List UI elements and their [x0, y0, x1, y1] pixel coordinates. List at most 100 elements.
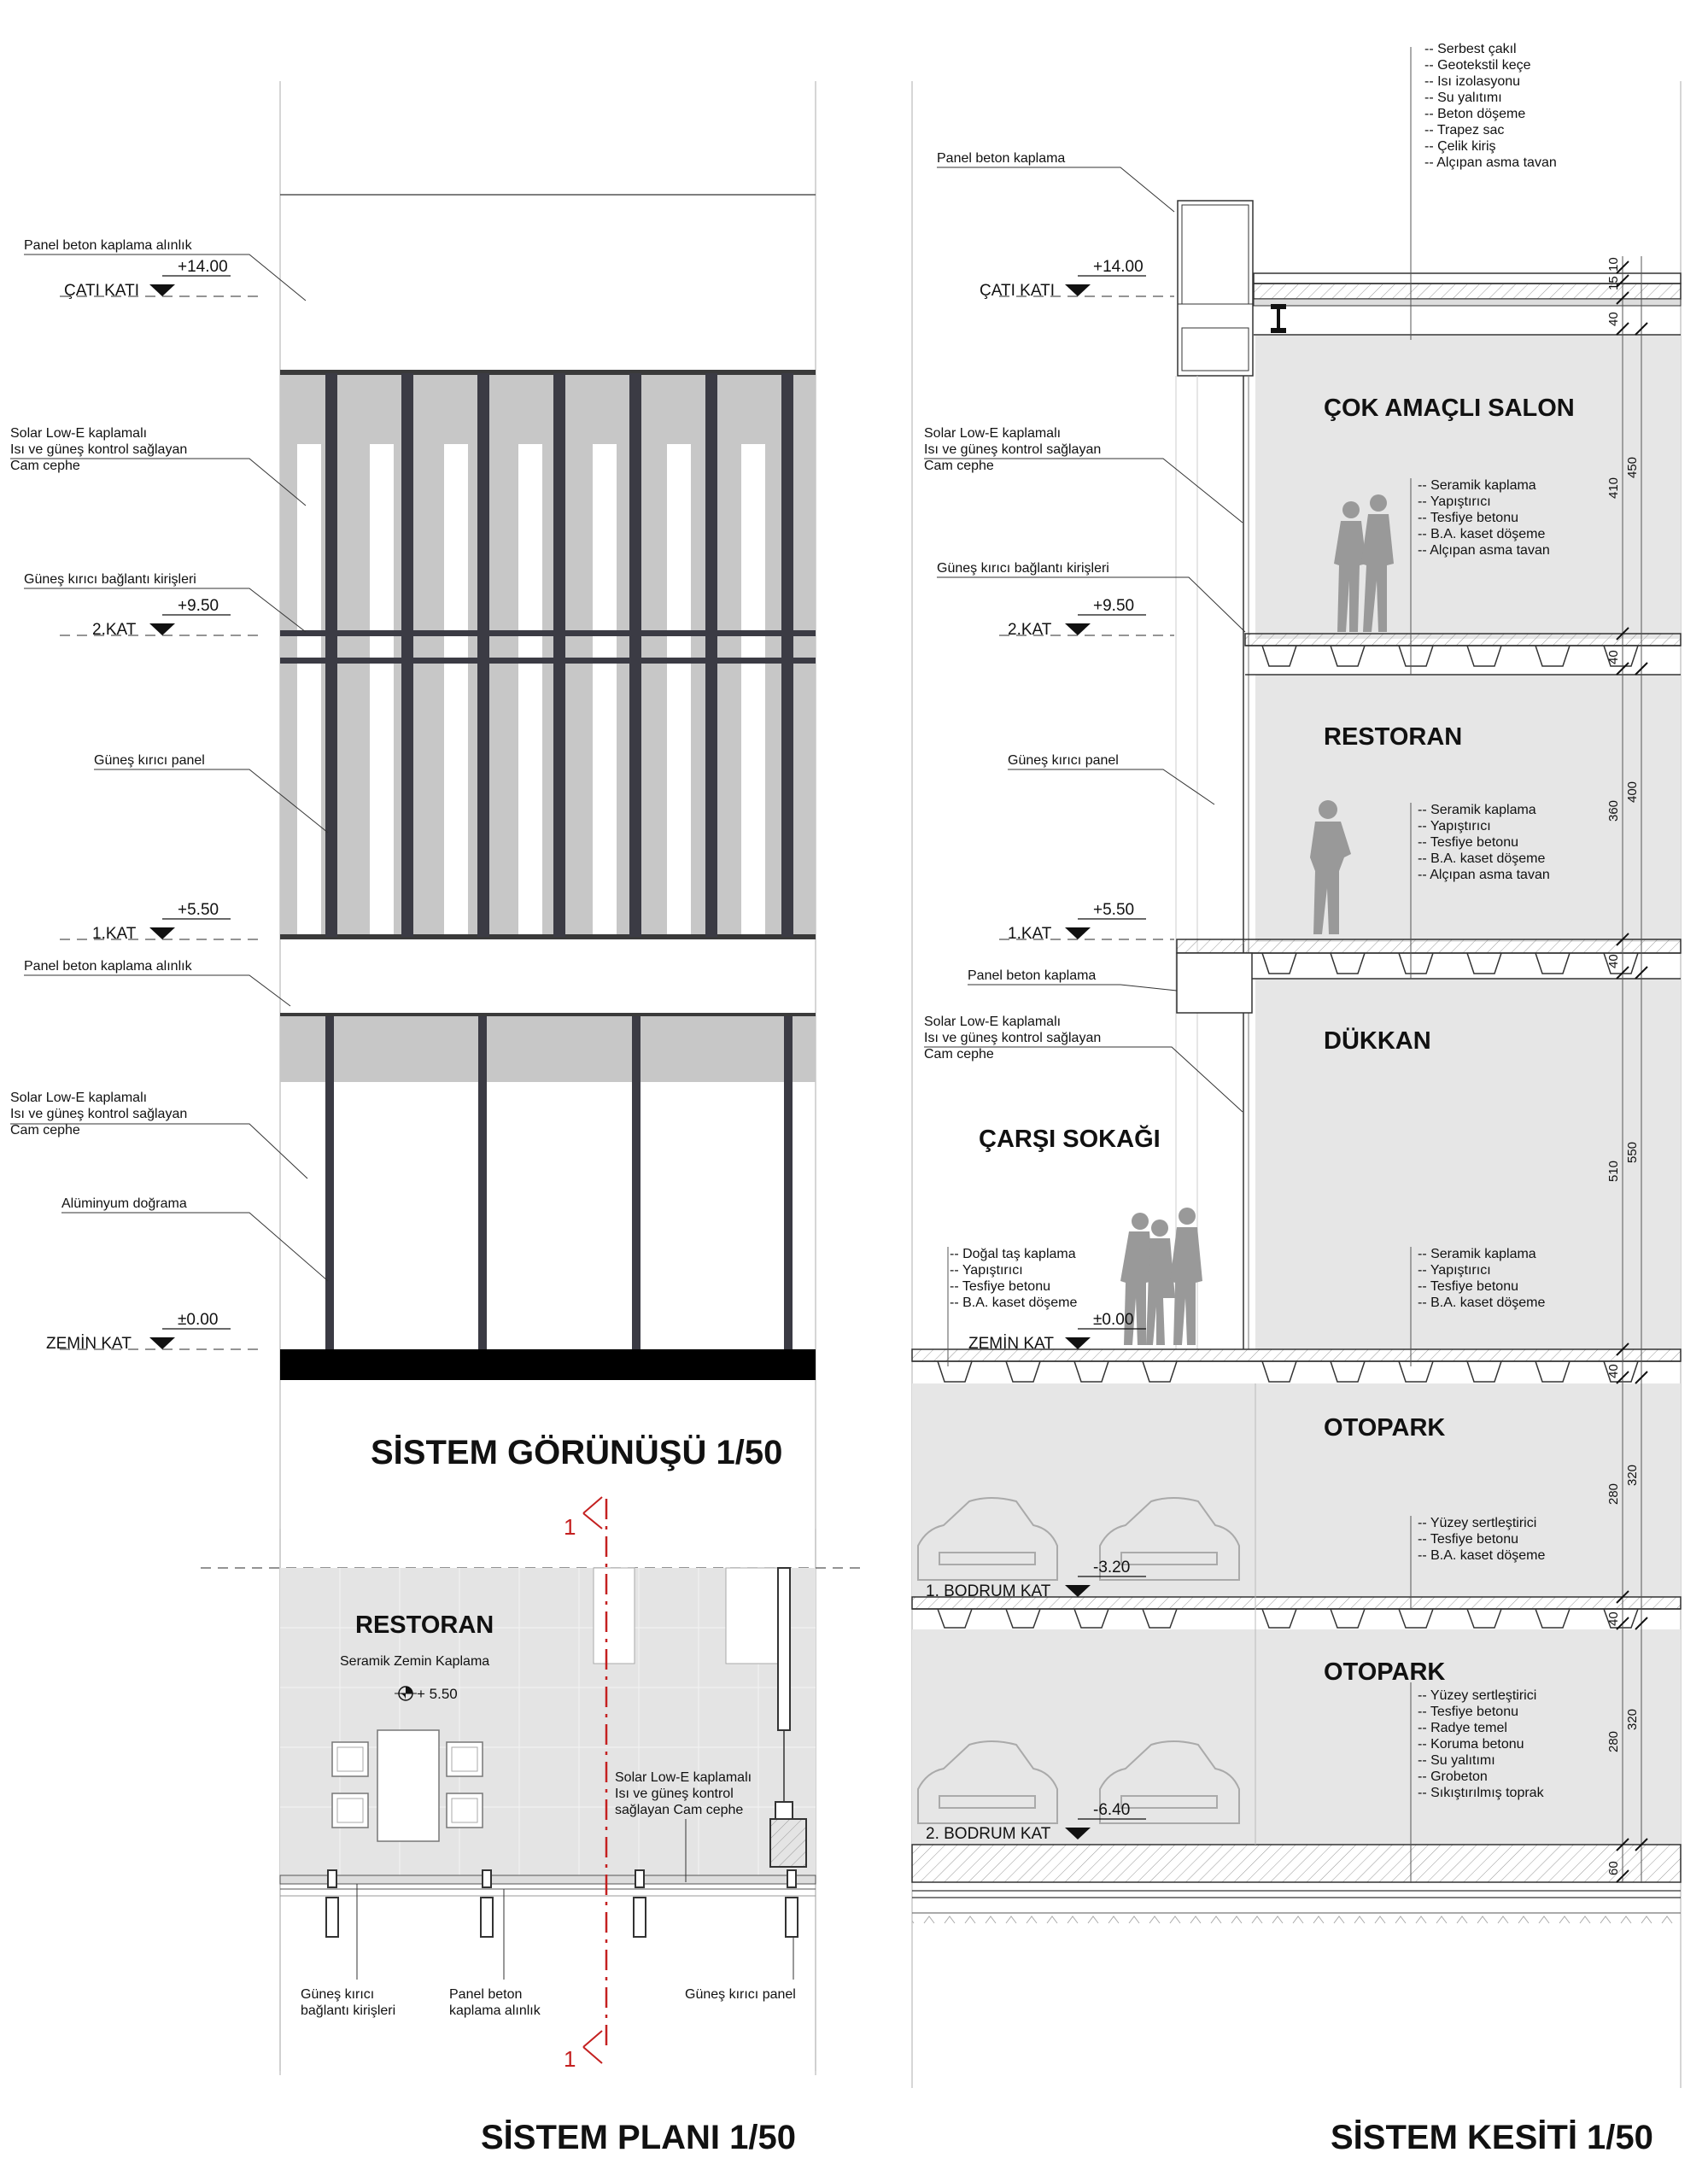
- layer-item: -- Alçıpan asma tavan: [1418, 543, 1550, 558]
- floor-layer-lists: -- Seramik kaplama -- Yapıştırıcı -- Tes…: [947, 478, 1550, 1883]
- slab-ground-floor: [911, 1348, 1682, 1383]
- dimension-label: 400: [1625, 781, 1640, 803]
- level-name: 2.KAT: [92, 621, 137, 639]
- room-name: ÇOK AMAÇLI SALON: [1324, 395, 1575, 422]
- dimension-label: 450: [1625, 457, 1640, 478]
- level-name: 1.KAT: [1008, 925, 1052, 943]
- room-name: OTOPARK: [1324, 1414, 1445, 1442]
- dining-table-set: [331, 1729, 483, 1842]
- annotation: sağlayan Cam cephe: [615, 1803, 743, 1817]
- annotation: Güneş kırıcı: [301, 1987, 374, 2002]
- annotation: Panel beton kaplama alınlık: [24, 238, 193, 253]
- section-room-names: ÇOK AMAÇLI SALON RESTORAN DÜKKAN ÇARŞI S…: [979, 395, 1575, 1686]
- parapet-panel: [1177, 200, 1254, 377]
- layer-item: -- Tesfiye betonu: [1418, 511, 1518, 525]
- layer-item: -- Seramik kaplama: [1418, 1247, 1536, 1261]
- plan-floor-finish: Seramik Zemin Kaplama: [340, 1654, 489, 1669]
- layer-item: -- Tesfiye betonu: [1418, 835, 1518, 850]
- dimension-label: 15: [1606, 276, 1621, 290]
- section-mark-top: 1: [564, 1496, 603, 1540]
- roof-layer-list: -- Serbest çakıl -- Geotekstil keçe -- I…: [1410, 42, 1557, 340]
- level-elevation: +5.50: [178, 901, 219, 919]
- system-section: ÇATI KATI +14.00 2.KAT +9.50 1.KAT +5.50…: [911, 42, 1682, 2156]
- annotation: Panel beton: [449, 1987, 522, 2002]
- dimension-label: 320: [1625, 1709, 1640, 1730]
- room-name: OTOPARK: [1324, 1658, 1445, 1686]
- level-name: ÇATI KATI: [980, 282, 1055, 300]
- section-mark-number: 1: [564, 2046, 576, 2072]
- section-mark-number: 1: [564, 1514, 576, 1540]
- system-elevation: ÇATI KATI +14.00 2.KAT +9.50 1.KAT +5.50…: [10, 81, 816, 2071]
- annotation: Solar Low-E kaplamalı: [615, 1770, 752, 1785]
- layer-item: -- Grobeton: [1418, 1769, 1488, 1784]
- elevation-annotations: Panel beton kaplama alınlık Solar Low-E …: [10, 238, 329, 1282]
- annotation: Panel beton kaplama: [968, 968, 1096, 983]
- layer-item: -- Beton döşeme: [1424, 107, 1525, 121]
- dimension-label: 360: [1606, 800, 1621, 822]
- level-elevation: +5.50: [1093, 901, 1134, 919]
- annotation: Isı ve güneş kontrol sağlayan: [10, 1107, 187, 1121]
- dimension-label: 10: [1606, 257, 1621, 272]
- sun-breaker-panels: [325, 373, 793, 937]
- sun-breaker-connection-beams: [280, 630, 816, 664]
- level-elevation: +9.50: [1093, 597, 1134, 615]
- dimension-label: 280: [1606, 1731, 1621, 1752]
- layer-item: -- Tesfiye betonu: [950, 1279, 1050, 1294]
- level-elevation: -3.20: [1093, 1559, 1130, 1576]
- annotation: Isı ve güneş kontrol sağlayan: [924, 1031, 1101, 1045]
- level-name: ZEMİN KAT: [968, 1335, 1054, 1353]
- dimension-label: 320: [1625, 1465, 1640, 1486]
- annotation: Solar Low-E kaplamalı: [10, 426, 147, 441]
- slab-1st-floor: [1176, 939, 1682, 1014]
- dimension-label: 60: [1606, 1861, 1621, 1875]
- dimension-label: 40: [1606, 1364, 1621, 1378]
- layer-item: -- B.A. kaset döşeme: [1418, 851, 1545, 866]
- level-elevation: -6.40: [1093, 1801, 1130, 1819]
- annotation: Güneş kırıcı panel: [94, 753, 205, 768]
- annotation: Solar Low-E kaplamalı: [924, 426, 1061, 441]
- layer-item: -- Seramik kaplama: [1418, 478, 1536, 493]
- layer-item: -- Radye temel: [1418, 1721, 1507, 1735]
- dimension-chains: 10 15 40 410 40 360 40 510 40 280 40 280…: [1606, 256, 1648, 1883]
- room-name: ÇARŞI SOKAĞI: [979, 1124, 1161, 1153]
- annotation: kaplama alınlık: [449, 2003, 541, 2018]
- annotation: Solar Low-E kaplamalı: [924, 1015, 1061, 1029]
- layer-item: -- Koruma betonu: [1418, 1737, 1524, 1752]
- level-elevation: +14.00: [178, 258, 228, 276]
- section-level-markers: ÇATI KATI +14.00 2.KAT +9.50 1.KAT +5.50…: [926, 258, 1146, 1843]
- dimension-label: 410: [1606, 477, 1621, 499]
- annotation: Cam cephe: [10, 459, 80, 473]
- layer-item: -- Yüzey sertleştirici: [1418, 1688, 1536, 1703]
- layer-item: -- Yüzey sertleştirici: [1418, 1516, 1536, 1530]
- level-elevation: +14.00: [1093, 258, 1144, 276]
- section-title: SİSTEM KESİTİ 1/50: [1331, 2119, 1653, 2156]
- section-annotations: Panel beton kaplama Solar Low-E kaplamal…: [924, 151, 1246, 1113]
- plan-elevation: + 5.50: [417, 1686, 458, 1702]
- plan-room-name: RESTORAN: [355, 1611, 494, 1639]
- layer-item: -- Trapez sac: [1424, 123, 1504, 137]
- foundation: [911, 1844, 1682, 1930]
- layer-item: -- Yapıştırıcı: [950, 1263, 1023, 1278]
- level-name: ÇATI KATI: [64, 282, 139, 300]
- dimension-label: 40: [1606, 1611, 1621, 1626]
- layer-item: -- B.A. kaset döşeme: [1418, 1548, 1545, 1563]
- section-mark-bottom: 1: [564, 2030, 603, 2072]
- layer-item: -- Serbest çakıl: [1424, 42, 1517, 56]
- layer-item: -- B.A. kaset döşeme: [1418, 1296, 1545, 1310]
- layer-item: -- Yapıştırıcı: [1418, 819, 1491, 833]
- layer-item: -- Seramik kaplama: [1418, 803, 1536, 817]
- elevation-level-markers: ÇATI KATI +14.00 2.KAT +9.50 1.KAT +5.50…: [46, 258, 231, 1353]
- annotation: Isı ve güneş kontrol: [615, 1787, 734, 1801]
- layer-item: -- Su yalıtımı: [1424, 91, 1502, 105]
- room-name: RESTORAN: [1324, 723, 1462, 751]
- plan-elevation-marker: + 5.50: [395, 1686, 458, 1702]
- annotation: bağlantı kirişleri: [301, 2003, 395, 2018]
- layer-item: -- Su yalıtımı: [1418, 1753, 1495, 1768]
- dimension-label: 510: [1606, 1161, 1621, 1182]
- annotation: Isı ve güneş kontrol sağlayan: [924, 442, 1101, 457]
- layer-item: -- Alçıpan asma tavan: [1418, 868, 1550, 882]
- dimension-label: 40: [1606, 954, 1621, 968]
- annotation: Solar Low-E kaplamalı: [10, 1091, 147, 1105]
- layer-item: -- Tesfiye betonu: [1418, 1705, 1518, 1719]
